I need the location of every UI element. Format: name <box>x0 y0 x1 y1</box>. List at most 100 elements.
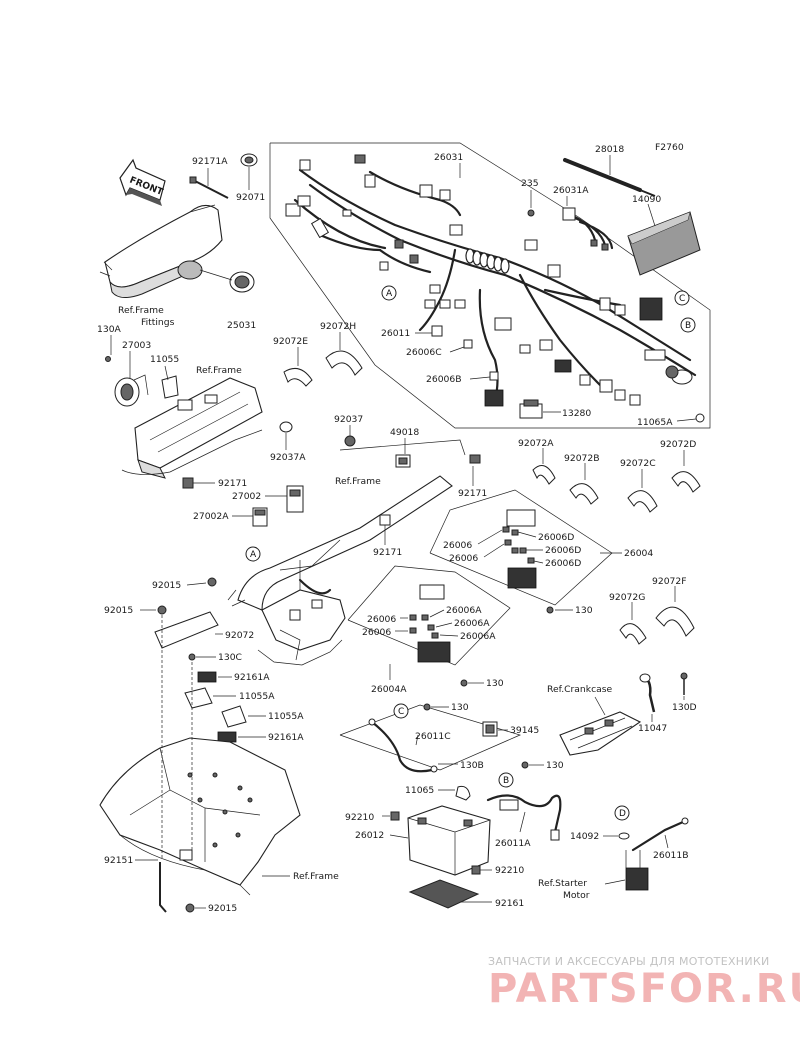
label-92072G: 92072G <box>609 592 645 603</box>
label-92037: 92037 <box>334 414 363 425</box>
label-25031: 25031 <box>227 320 256 331</box>
insulator-14090-icon <box>627 211 701 276</box>
label-92072E: 92072E <box>273 336 308 347</box>
label-26011: 26011 <box>381 328 410 339</box>
clamp-92072A-icon <box>532 465 556 485</box>
clamp-92072E-icon <box>283 367 313 387</box>
watermark-logo: PARTSFOR.RU <box>488 966 800 1012</box>
clamp-92072H-icon <box>325 350 363 376</box>
crankcase-section <box>559 711 642 756</box>
frame-section-bottom <box>99 737 301 896</box>
frame-section-left <box>121 377 263 479</box>
bolt-130-icon-2 <box>460 679 468 687</box>
cable-26011A-icon <box>486 794 562 841</box>
svg-text:B: B <box>685 321 691 331</box>
label-130C: 130C <box>218 652 242 663</box>
label-92161A-1: 92161A <box>234 672 270 683</box>
relay-13280-icon <box>519 399 543 419</box>
label-92072F: 92072F <box>652 576 687 587</box>
circle-ref-D: D <box>614 805 630 821</box>
ref-crankcase: Ref.Crankcase <box>547 684 613 695</box>
label-92037A: 92037A <box>270 452 306 463</box>
bracket-11055A-icon-1 <box>184 687 213 709</box>
label-130-1: 130 <box>575 605 593 616</box>
label-92171-b: 92171 <box>458 488 487 499</box>
label-92161: 92161 <box>495 898 524 909</box>
battery-26012-icon <box>407 805 491 876</box>
rod-92151-icon <box>159 862 167 913</box>
frame-fittings-part <box>99 204 223 298</box>
relay-27002A-icon <box>252 507 268 527</box>
label-11047: 11047 <box>638 723 667 734</box>
label-92072B: 92072B <box>564 453 600 464</box>
ref-starter-1: Ref.Starter <box>538 878 587 889</box>
label-130B: 130B <box>460 760 484 771</box>
label-92171A: 92171A <box>192 156 228 167</box>
clamp-92072F-icon <box>655 606 695 637</box>
circle-ref-A-top: A <box>381 285 397 301</box>
label-26011A: 26011A <box>495 838 531 849</box>
pad-92161A-icon-2 <box>217 731 237 743</box>
flasher-49018-icon <box>395 454 411 468</box>
svg-text:B: B <box>503 776 509 786</box>
cable-tie-92171A-icon <box>189 176 229 199</box>
cable-26011B-icon <box>631 817 689 852</box>
ref-frame-bottom: Ref.Frame <box>293 871 339 882</box>
label-11065A: 11065A <box>637 417 673 428</box>
label-14092: 14092 <box>570 831 599 842</box>
label-92071: 92071 <box>236 192 265 203</box>
label-92015-1: 92015 <box>152 580 181 591</box>
svg-text:A: A <box>386 289 393 299</box>
bracket-11055A-icon-2 <box>221 705 247 728</box>
pad-92161A-icon-1 <box>197 671 217 683</box>
label-26011B: 26011B <box>653 850 689 861</box>
label-26006A-1: 26006A <box>446 605 482 616</box>
nut-92015-icon-1 <box>207 577 217 587</box>
label-27002: 27002 <box>232 491 261 502</box>
switch-11047-icon <box>639 673 656 713</box>
bolt-130-icon-4 <box>521 761 529 769</box>
svg-text:C: C <box>398 707 404 717</box>
main-wire-harness-26031 <box>285 154 705 423</box>
label-11055: 11055 <box>150 354 179 365</box>
grommet-92071-icon <box>240 153 258 167</box>
label-130A: 130A <box>97 324 122 335</box>
clip-92037-icon <box>344 435 356 447</box>
label-92161A-2: 92161A <box>268 732 304 743</box>
label-26004A: 26004A <box>371 684 407 695</box>
starter-motor-section <box>625 850 649 891</box>
label-26006-1: 26006 <box>443 540 472 551</box>
relay-27002-icon <box>286 485 304 513</box>
cap-14092-icon <box>618 832 630 840</box>
label-26031: 26031 <box>434 152 463 163</box>
grommet-25031-icon <box>229 271 255 293</box>
label-130-4: 130 <box>546 760 564 771</box>
regulator-26006B-icon <box>484 389 504 407</box>
label-13280: 13280 <box>562 408 591 419</box>
tie-92171-icon-1 <box>182 477 194 489</box>
label-11055A-1: 11055A <box>239 691 275 702</box>
label-26004: 26004 <box>624 548 653 559</box>
label-14090: 14090 <box>632 194 661 205</box>
connector-26006B-icon <box>489 371 499 381</box>
clamp-92072C-icon <box>627 490 658 513</box>
sub-harness-26031A-icon <box>562 207 614 251</box>
label-26006A-2: 26006A <box>454 618 490 629</box>
bolt-130-icon-1 <box>546 606 554 614</box>
ref-frame-mid: Ref.Frame <box>335 476 381 487</box>
label-130-3: 130 <box>451 702 469 713</box>
label-92210-2: 92210 <box>495 865 524 876</box>
label-26006-4: 26006 <box>362 627 391 638</box>
label-92072A: 92072A <box>518 438 554 449</box>
label-26006A-3: 26006A <box>460 631 496 642</box>
watermark-tagline: ЗАПЧАСТИ И АКСЕССУАРЫ ДЛЯ МОТОТЕХНИКИ <box>488 955 770 968</box>
label-26006-3: 26006 <box>367 614 396 625</box>
label-92015-2: 92015 <box>104 605 133 616</box>
nut-235-icon <box>527 209 535 217</box>
label-27003: 27003 <box>122 340 151 351</box>
svg-text:D: D <box>619 809 626 819</box>
bolt-92210-icon-1 <box>390 811 400 821</box>
label-92072H: 92072H <box>320 321 356 332</box>
ref-frame-top: Ref.Frame <box>196 365 242 376</box>
plate-92072-icon <box>154 611 219 649</box>
